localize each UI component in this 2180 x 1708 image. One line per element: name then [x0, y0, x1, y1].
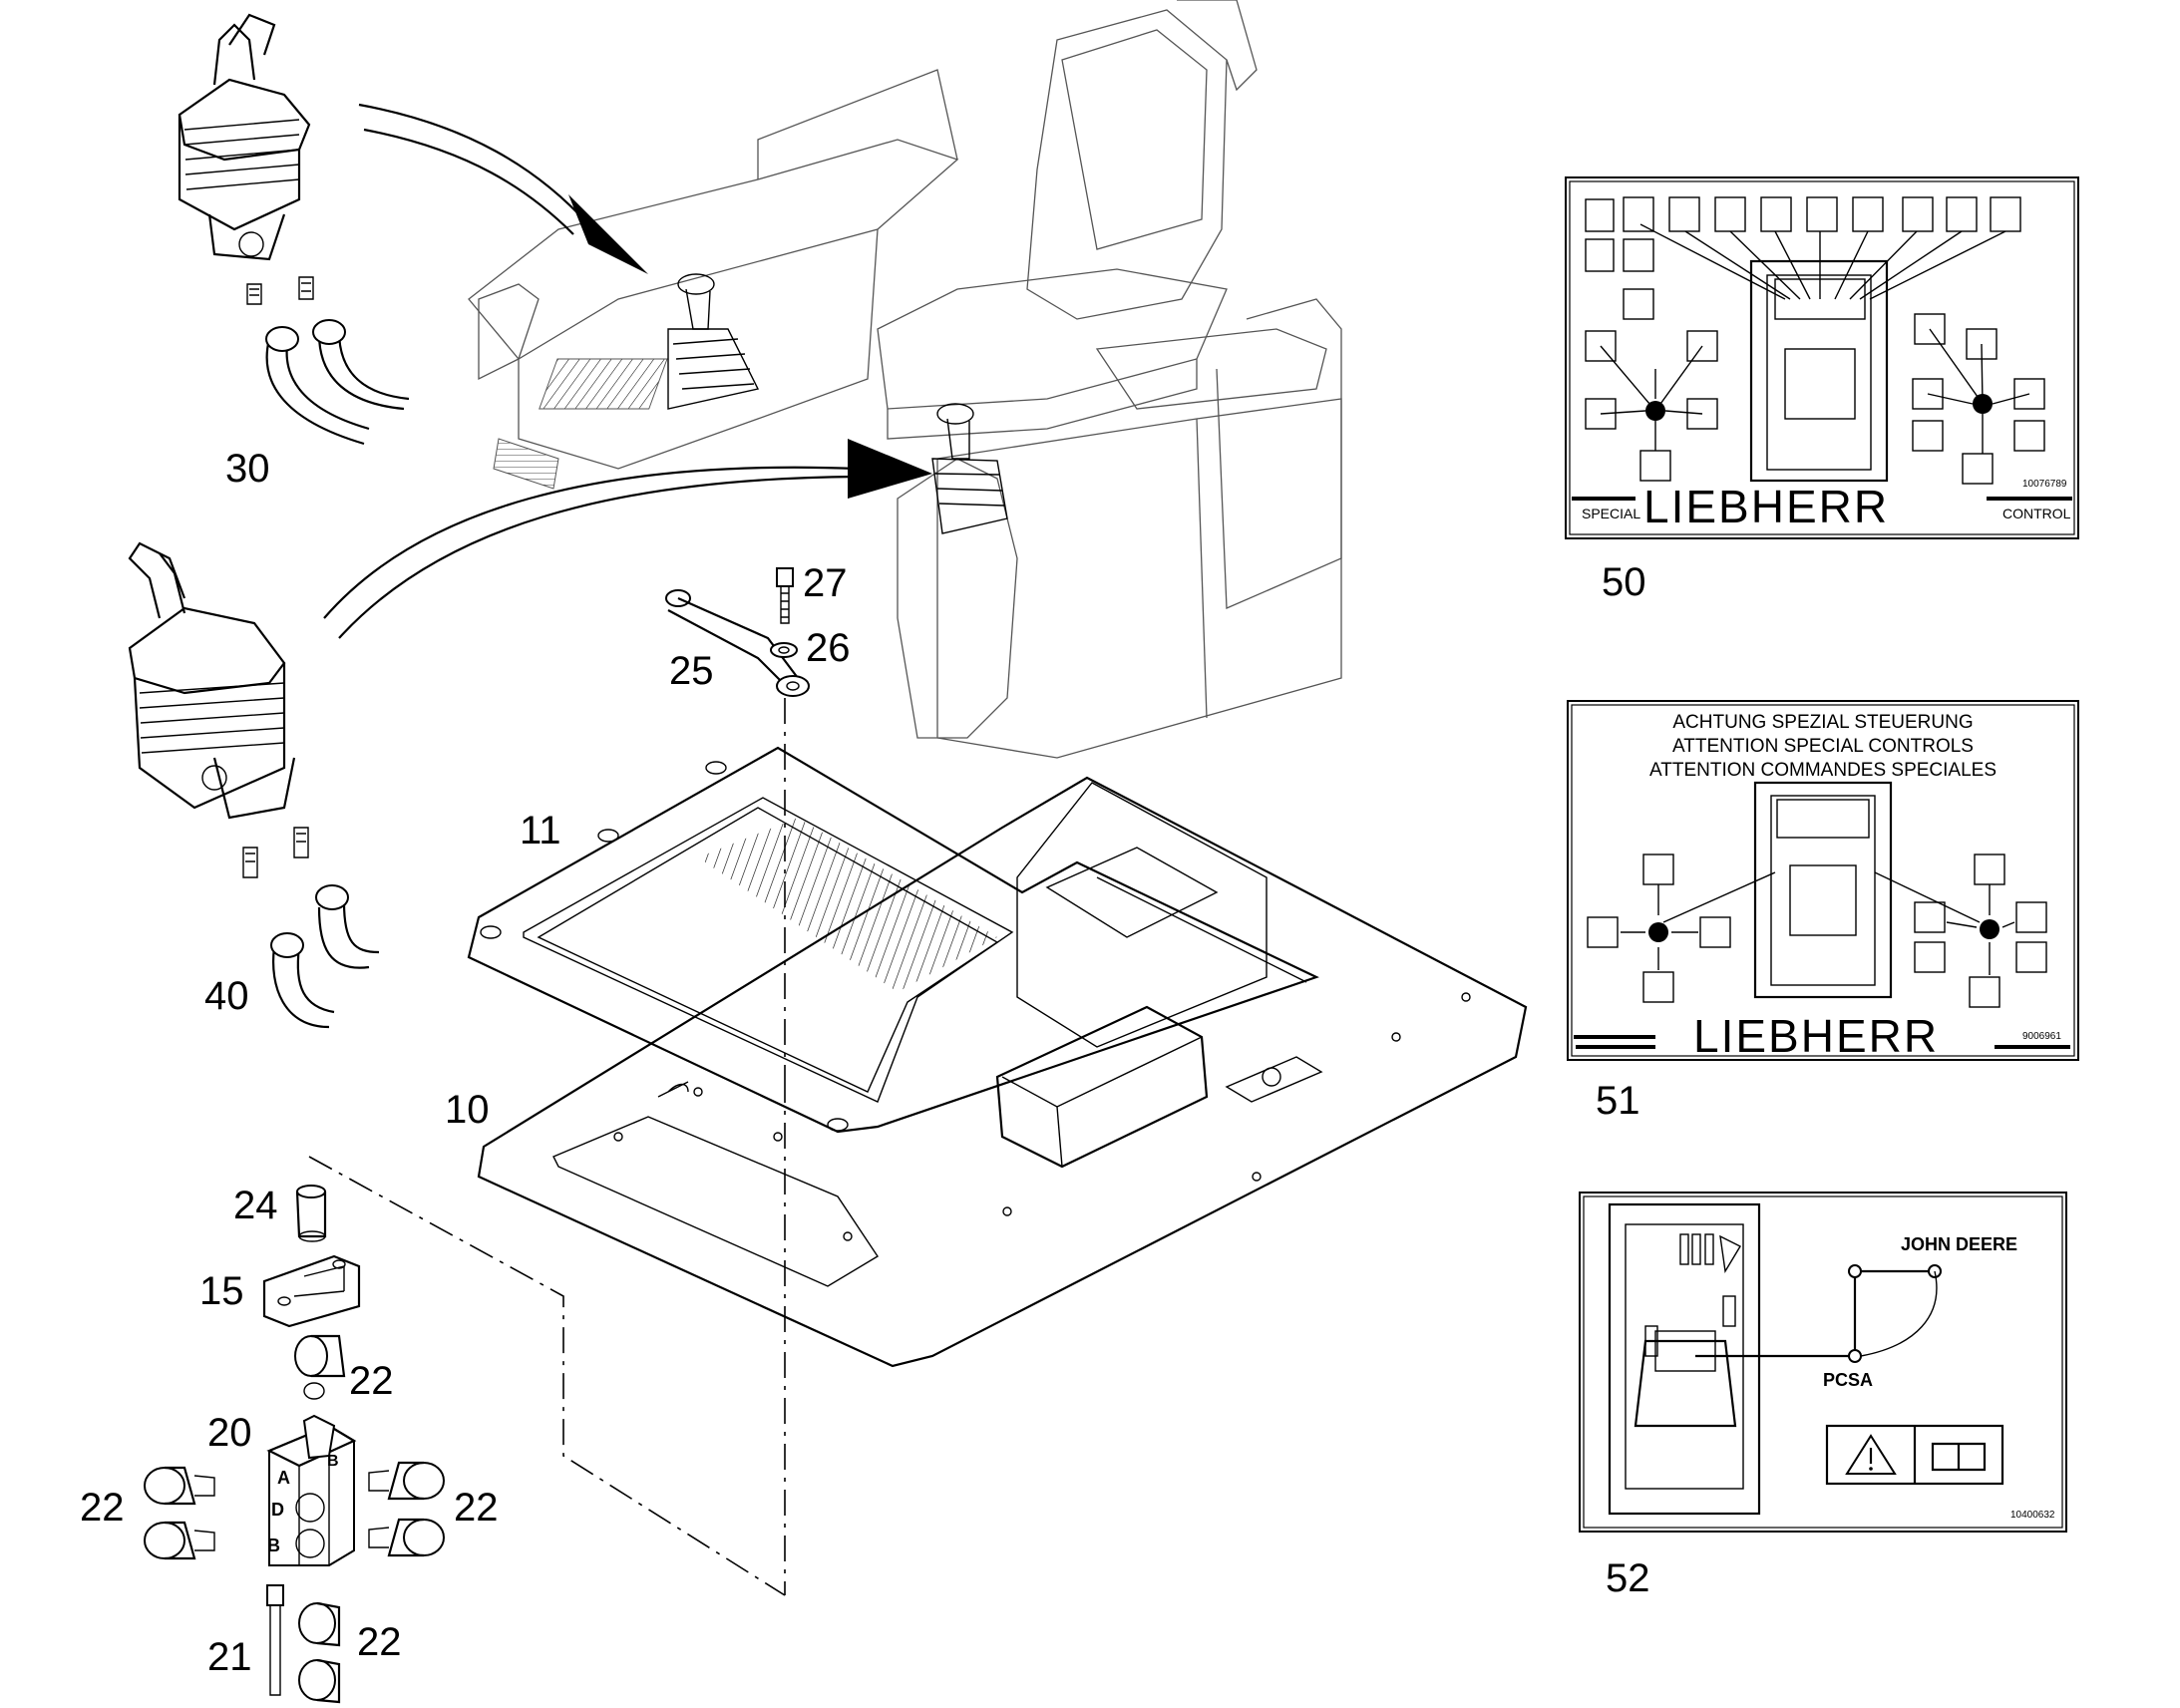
callout-24: 24 [233, 1184, 278, 1227]
callout-10: 10 [445, 1088, 490, 1132]
decal-52-code: 10400632 [2010, 1510, 2055, 1521]
callout-26: 26 [806, 626, 851, 670]
callout-22-bottom: 22 [357, 1620, 402, 1664]
valve-port-d: D [271, 1500, 284, 1520]
joystick-30 [178, 13, 410, 446]
fitting-22-top [294, 1334, 346, 1400]
decal-50: LIEBHERR SPECIAL CONTROL 10076789 [1565, 176, 2079, 539]
callout-50: 50 [1602, 560, 1646, 604]
valve-block-20: A B D B [266, 1156, 786, 1596]
console-left-joystick [667, 273, 760, 410]
decal-51-line2: ATTENTION SPECIAL CONTROLS [1672, 736, 1974, 757]
callout-25: 25 [669, 649, 714, 693]
decal-51-brand: LIEBHERR [1693, 1010, 1939, 1062]
floor-mat-11 [467, 746, 1319, 1134]
console-right-joystick [931, 403, 1008, 534]
fitting-22-right-lower [368, 1518, 445, 1557]
bolt-21 [266, 1584, 284, 1696]
callout-40: 40 [204, 974, 249, 1018]
decal-51-line1: ACHTUNG SPEZIAL STEUERUNG [1672, 712, 1973, 733]
decal-50-brand: LIEBHERR [1643, 481, 1889, 532]
operator-seat-console [468, 0, 1342, 759]
callout-27: 27 [803, 561, 848, 605]
callout-11: 11 [520, 809, 561, 853]
decal-52: JOHN DEERE PCSA 10400632 [1579, 1192, 2067, 1533]
callout-30: 30 [225, 447, 270, 491]
handle-25 [665, 589, 810, 697]
valve-port-bi: B [267, 1536, 280, 1555]
callout-51: 51 [1596, 1079, 1640, 1123]
washer-26 [770, 642, 798, 658]
decal-51-line3: ATTENTION COMMANDES SPECIALES [1649, 760, 1997, 781]
valve-port-a: A [277, 1468, 290, 1488]
callouts: 30 40 11 10 25 26 27 24 15 22 20 22 22 2… [80, 447, 1650, 1679]
callout-21: 21 [207, 1635, 252, 1679]
fitting-22-left-upper [144, 1466, 215, 1506]
callout-22-top: 22 [349, 1359, 394, 1403]
joystick-40 [128, 541, 380, 1029]
decal-51: ACHTUNG SPEZIAL STEUERUNG ATTENTION SPEC… [1567, 700, 2079, 1062]
callout-15: 15 [199, 1269, 244, 1313]
decal-52-maker: JOHN DEERE [1901, 1234, 2017, 1254]
callout-22-left: 22 [80, 1486, 125, 1530]
callout-20: 20 [207, 1411, 252, 1455]
valve-port-b: B [327, 1453, 339, 1470]
floor-plate-10 [477, 776, 1528, 1368]
decal-50-code: 10076789 [2022, 479, 2067, 490]
decal-50-right-tag: CONTROL [2002, 506, 2071, 521]
assembly-arrows [323, 103, 932, 639]
decal-51-code: 9006961 [2022, 1031, 2061, 1042]
decal-50-left-tag: SPECIAL [1582, 506, 1640, 521]
decal-52-pattern: PCSA [1823, 1370, 1873, 1390]
plate-15 [262, 1254, 361, 1328]
sleeve-24 [295, 1185, 327, 1242]
fitting-22-bottom [298, 1601, 341, 1704]
callout-22-right: 22 [454, 1486, 499, 1530]
screw-27 [776, 567, 794, 624]
fitting-22-right-upper [368, 1461, 445, 1501]
fitting-22-left-lower [144, 1521, 215, 1560]
callout-52: 52 [1606, 1556, 1650, 1600]
